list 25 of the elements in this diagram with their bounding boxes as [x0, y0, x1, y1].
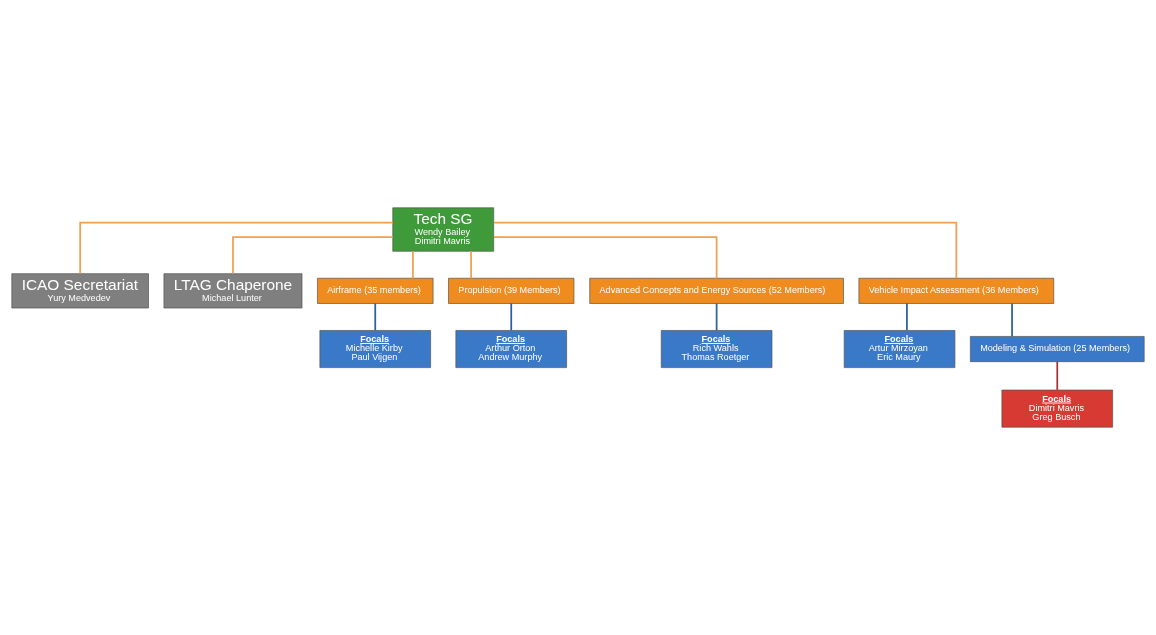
node-box: ICAO Secretariat Yury Medvedev: [11, 273, 149, 309]
node-box: Propulsion (39 Members): [448, 277, 575, 304]
node-box: Focals Rich Wahls Thomas Roetger: [660, 330, 773, 368]
connector: [412, 250, 414, 280]
connector: [715, 302, 718, 332]
node-box: Focals Artur Mirzoyan Eric Maury: [843, 330, 956, 368]
connector: [79, 221, 394, 275]
node-box: Airframe (35 members): [317, 277, 434, 304]
node-box: Advanced Concepts and Energy Sources (52 Members): [589, 277, 844, 304]
connector: [510, 302, 513, 332]
connector: [1056, 360, 1059, 391]
connector: [906, 302, 908, 332]
connector: [492, 221, 958, 279]
node-box: Focals Arthur Orton Andrew Murphy: [455, 330, 567, 368]
node-box: Vehicle Impact Assessment (36 Members): [858, 277, 1055, 304]
connector: [374, 302, 377, 332]
connector: [493, 236, 718, 280]
node-box: Modeling & Simulation (25 Members): [970, 336, 1145, 362]
node-box: Tech SG Wendy Bailey Dimitri Mavris: [392, 207, 495, 252]
node-box: Focals Dimitri Mavris Greg Busch: [1001, 389, 1113, 428]
connector: [1011, 302, 1013, 338]
node-box: LTAG Chaperone Michael Lunter: [163, 273, 303, 309]
connector: [232, 236, 394, 275]
node-box: Focals Michelle Kirby Paul Vijgen: [319, 330, 431, 368]
connector: [470, 250, 472, 280]
